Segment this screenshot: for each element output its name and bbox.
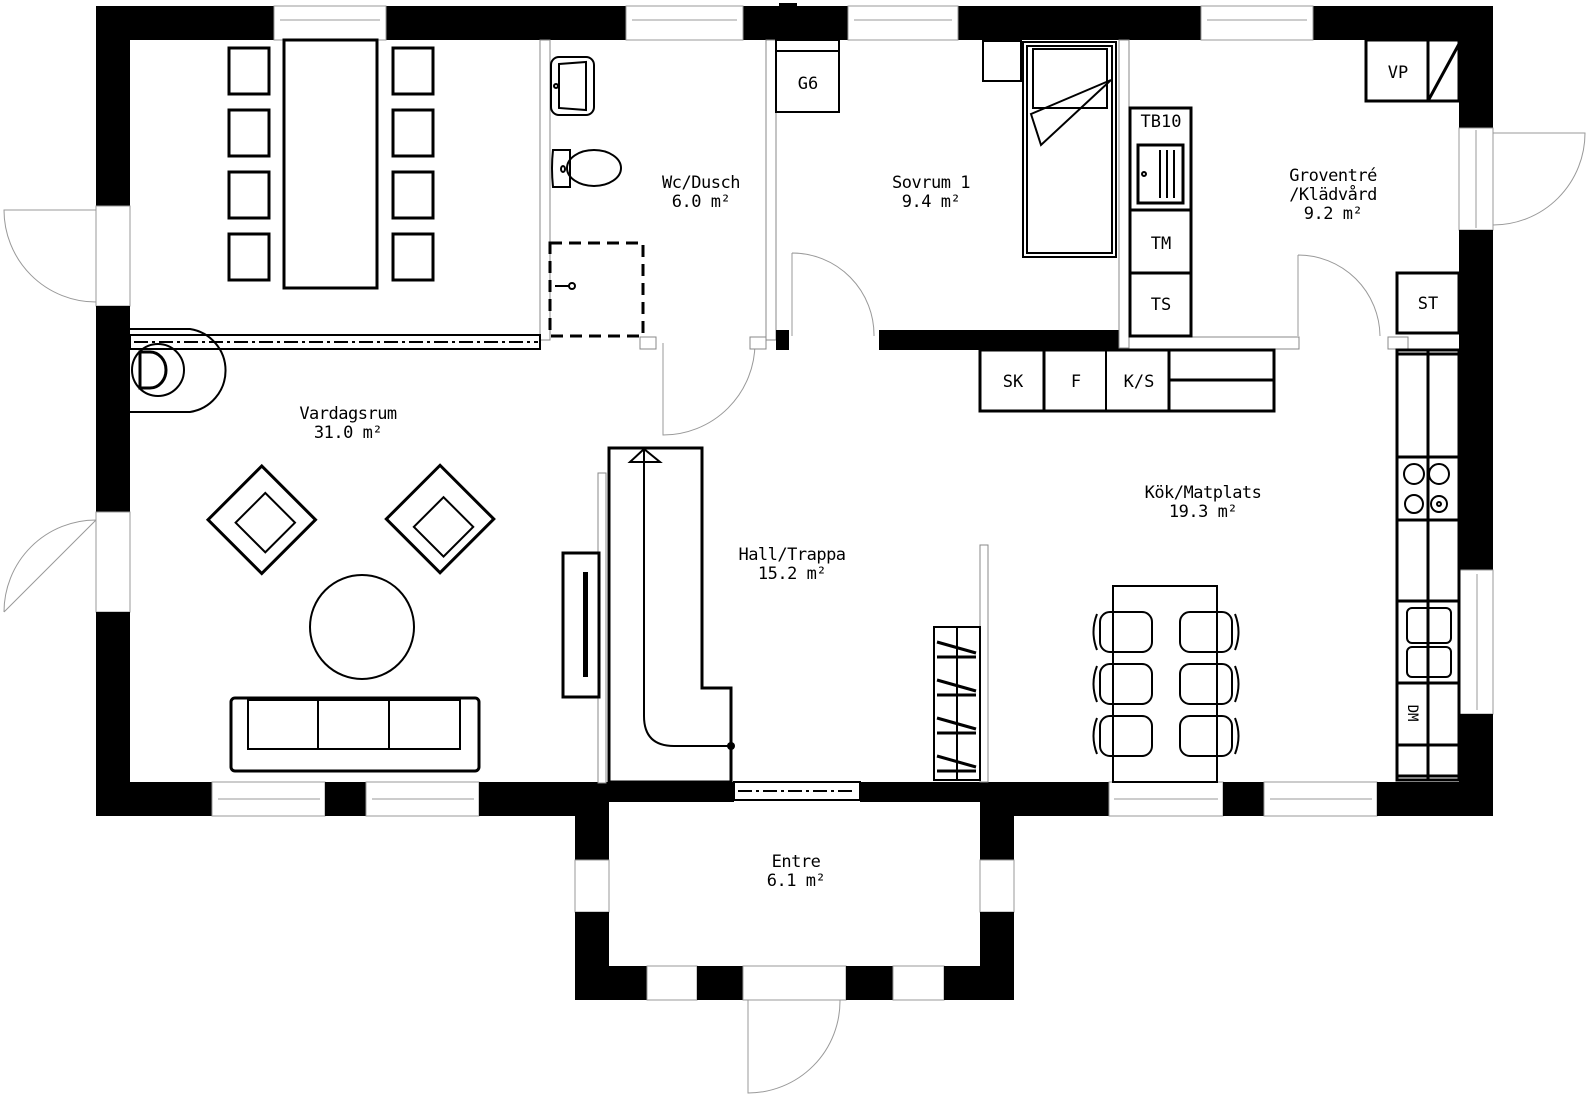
kitchen-dining-table xyxy=(1092,585,1240,783)
room-label-sovrum-1: Sovrum 1 9.4 m² xyxy=(892,174,970,212)
armchair-right xyxy=(384,463,496,575)
room-area: 31.0 m² xyxy=(313,423,383,443)
fixture-ts: TS xyxy=(1150,295,1172,315)
room-name: Sovrum 1 xyxy=(892,173,970,193)
room-label-wc: Wc/Dusch 6.0 m² xyxy=(662,174,740,212)
room-area: 9.4 m² xyxy=(901,192,961,212)
shoe-rack xyxy=(933,626,981,781)
fixture-vp: VP xyxy=(1387,63,1409,83)
fixture-ks: K/S xyxy=(1123,372,1155,392)
dining-table-top xyxy=(227,38,435,290)
room-name-line1: Groventré xyxy=(1289,166,1377,186)
exterior-walls xyxy=(95,3,1494,817)
fireplace xyxy=(130,328,227,413)
room-label-entre: Entre 6.1 m² xyxy=(766,852,826,891)
fixture-tm: TM xyxy=(1150,234,1172,254)
fixture-tb10: TB10 xyxy=(1140,112,1182,132)
bed xyxy=(982,40,1117,258)
room-label-kok: Kök/Matplats 19.3 m² xyxy=(1145,484,1262,522)
room-name: Entre xyxy=(771,852,821,872)
room-area: 6.1 m² xyxy=(766,871,826,891)
room-name: Kök/Matplats xyxy=(1144,483,1262,503)
sofa xyxy=(229,696,481,773)
room-area: 19.3 m² xyxy=(1168,502,1238,522)
room-name: Hall/Trappa xyxy=(738,545,846,565)
st-cabinet xyxy=(1395,271,1461,335)
fixture-f: F xyxy=(1070,372,1082,392)
staircase xyxy=(607,446,735,784)
tv-unit xyxy=(561,551,601,699)
fixture-dm: DM xyxy=(1404,704,1420,722)
room-name: Vardagsrum xyxy=(299,404,397,424)
chairs-right xyxy=(391,46,435,282)
room-label-hall: Hall/Trappa 15.2 m² xyxy=(738,545,846,584)
entre-walls xyxy=(574,782,1015,1094)
armchair-left xyxy=(205,463,318,576)
living-furniture xyxy=(205,463,496,773)
room-name: Wc/Dusch xyxy=(662,173,740,193)
room-area: 6.0 m² xyxy=(671,192,731,212)
room-label-vardagsrum: Vardagsrum 31.0 m² xyxy=(299,404,397,443)
coffee-table xyxy=(309,574,415,680)
chairs-left xyxy=(227,46,271,282)
fixture-st: ST xyxy=(1417,294,1439,314)
vp-unit xyxy=(1364,38,1461,103)
room-area: 15.2 m² xyxy=(757,564,827,584)
laundry-stack xyxy=(1128,106,1193,338)
fixture-g6: G6 xyxy=(797,74,819,94)
interior-walls xyxy=(129,39,1409,784)
kitchen-upper-counter xyxy=(978,348,1276,413)
room-label-groventre: Groventré /Klädvård 9.2 m² xyxy=(1289,167,1377,224)
kitchen-chairs xyxy=(1092,611,1240,757)
wc-fixtures xyxy=(548,56,645,338)
room-name-line2: /Klädvård xyxy=(1289,185,1377,205)
room-area: 9.2 m² xyxy=(1303,204,1363,224)
door-swings xyxy=(3,132,1586,613)
g6-cabinet xyxy=(775,39,840,113)
kitchen-side-counter xyxy=(1395,348,1461,782)
fixture-sk: SK xyxy=(1002,372,1024,392)
